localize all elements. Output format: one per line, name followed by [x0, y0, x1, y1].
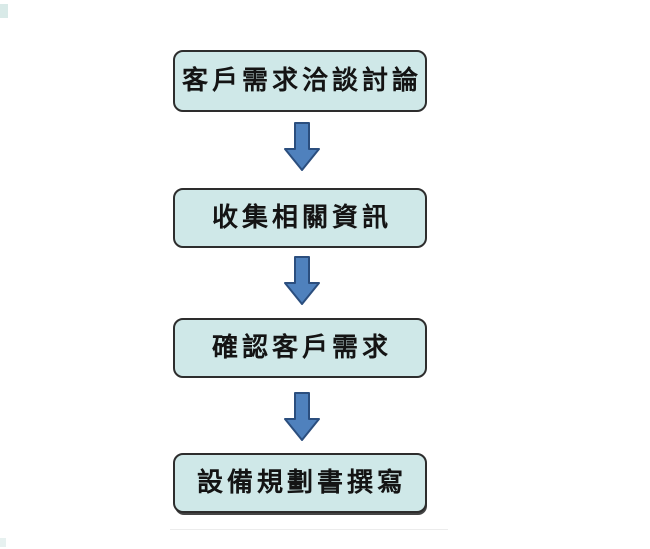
flow-step-box-4: 設備規劃書撰寫 — [173, 453, 427, 513]
down-arrow-icon — [284, 122, 320, 171]
flow-step-label-3: 確認客戶需求 — [211, 333, 392, 363]
flow-step-label-4: 設備規劃書撰寫 — [196, 468, 407, 498]
flow-step-box-2: 收集相關資訊 — [173, 188, 427, 248]
flow-step-box-1: 客戶需求洽談討論 — [173, 50, 427, 112]
faint-divider-line — [170, 529, 448, 530]
scan-artifact-bottom-left — [0, 538, 6, 547]
down-arrow-icon — [284, 256, 320, 305]
down-arrow-icon — [284, 392, 320, 441]
flow-step-label-1: 客戶需求洽談討論 — [181, 66, 422, 96]
scan-artifact-top-left — [0, 4, 8, 18]
flow-step-box-3: 確認客戶需求 — [173, 318, 427, 378]
flow-step-label-2: 收集相關資訊 — [211, 203, 392, 233]
